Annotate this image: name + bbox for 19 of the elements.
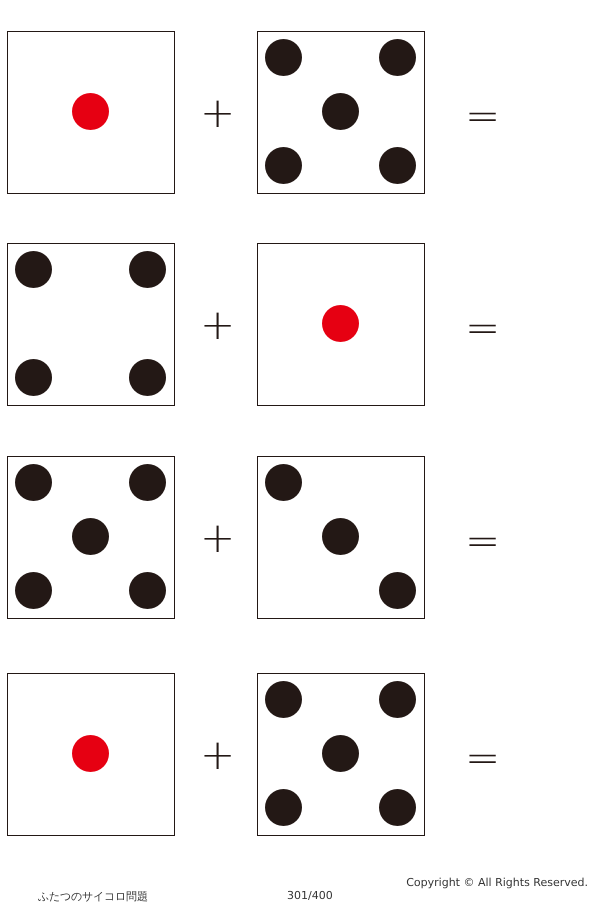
die-face bbox=[257, 243, 425, 406]
equals-sign: = bbox=[465, 520, 500, 562]
die-face bbox=[7, 243, 175, 406]
die-face bbox=[7, 673, 175, 836]
equals-sign: = bbox=[465, 95, 500, 137]
die-face bbox=[7, 31, 175, 194]
die-face bbox=[7, 456, 175, 619]
page-number: 301/400 bbox=[287, 889, 333, 902]
die-face bbox=[257, 31, 425, 194]
plus-sign: + bbox=[200, 92, 236, 134]
die-face bbox=[257, 673, 425, 836]
die-face bbox=[257, 456, 425, 619]
plus-sign: + bbox=[200, 517, 236, 559]
equals-sign: = bbox=[465, 307, 500, 349]
copyright-notice: Copyright © All Rights Reserved. bbox=[406, 876, 588, 889]
equals-sign: = bbox=[465, 737, 500, 779]
plus-sign: + bbox=[200, 304, 236, 346]
worksheet-title: ふたつのサイコロ問題 bbox=[38, 889, 148, 904]
plus-sign: + bbox=[200, 734, 236, 776]
